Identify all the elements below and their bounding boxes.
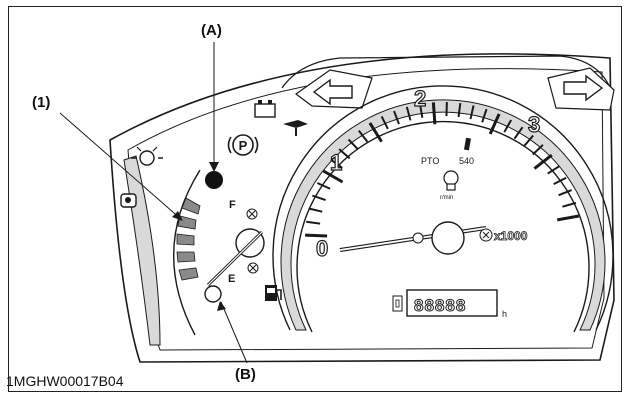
battery-charge-icon — [254, 100, 276, 118]
right-turn-arrow-icon — [547, 67, 615, 111]
callout-1: (1) — [32, 94, 51, 111]
svg-text:P: P — [239, 138, 248, 153]
hour-meter-unit: h — [502, 309, 507, 319]
glow-plug-icon — [131, 146, 163, 166]
tacho-tick — [562, 201, 577, 208]
coolant-temperature-icon — [120, 193, 137, 208]
fuel-empty-label: E — [228, 273, 235, 285]
pto-speed: 540 — [459, 156, 474, 166]
tacho-tick — [322, 169, 344, 184]
indicator-a-lamp — [205, 171, 223, 189]
tacho-tick-marks — [305, 102, 580, 238]
tacho-tick — [457, 102, 462, 118]
tacho-tick — [431, 102, 437, 125]
fuel-gauge-bezel — [173, 169, 201, 336]
top-ridge — [281, 55, 613, 93]
close-circle-icon — [247, 262, 259, 274]
tacho-label-1: 1 — [330, 150, 342, 175]
tacho-tick — [358, 130, 369, 143]
leader-1 — [59, 112, 183, 221]
multiplier-icon — [479, 228, 493, 242]
tacho-tick — [533, 153, 553, 170]
leader-b — [220, 301, 248, 364]
tacho-tick — [556, 214, 580, 222]
leader-a-arrow — [209, 162, 219, 172]
fuel-gauge-segments — [176, 197, 201, 281]
tacho-tick — [488, 113, 501, 135]
parking-brake-icon: P — [227, 134, 259, 156]
tacho-tick — [503, 119, 513, 133]
figure-id: 1MGHW00017B04 — [6, 373, 124, 389]
tacho-label-0: 0 — [316, 236, 328, 261]
fuel-full-label: F — [229, 199, 236, 211]
callout-b: (B) — [235, 366, 256, 383]
tacho-needle-hub — [431, 221, 465, 255]
fuel-pump-icon — [265, 285, 282, 301]
leader-1-arrow — [172, 211, 183, 221]
tacho-tick — [380, 115, 389, 130]
tacho-tick — [316, 182, 331, 190]
tacho-tick — [393, 110, 400, 125]
pto-label: PTO — [421, 156, 439, 166]
leader-b-arrow — [217, 301, 226, 311]
tacho-tick — [469, 105, 475, 120]
tacho-tick — [558, 189, 573, 197]
left-turn-arrow-icon — [294, 69, 373, 109]
callout-a: (A) — [201, 22, 222, 39]
tacho-label-2: 2 — [414, 86, 426, 111]
tacho-multiplier: x1000 — [494, 229, 528, 243]
tacho-tick — [308, 207, 323, 213]
tacho-tick — [553, 176, 567, 185]
hour-meter-display — [406, 289, 498, 317]
tacho-tick — [338, 148, 351, 160]
tacho-tick — [347, 138, 359, 151]
tacho-shaded-band — [280, 99, 606, 331]
pto-mark — [463, 137, 471, 151]
tacho-tick — [481, 108, 488, 123]
tacho-tick — [312, 194, 326, 201]
oil-pressure-icon — [283, 120, 308, 136]
pto-unit: r/min — [440, 195, 453, 201]
tacho-tick — [523, 134, 534, 147]
tacho-tick — [418, 103, 424, 118]
tacho-outer-ring — [272, 85, 614, 331]
tacho-tick — [513, 126, 524, 140]
tacho-tick — [306, 220, 321, 225]
tacho-tick — [405, 106, 412, 121]
indicator-b-lamp — [204, 285, 222, 303]
pto-icon — [443, 170, 459, 191]
close-circle-icon — [246, 208, 258, 220]
tacho-tick — [532, 144, 544, 156]
tacho-tick — [305, 233, 328, 238]
tacho-tick — [547, 165, 561, 175]
figure-frame — [8, 6, 622, 392]
tacho-tick — [330, 158, 343, 169]
tacho-label-3: 3 — [528, 112, 540, 137]
hour-meter-digits: 88888 — [414, 296, 466, 315]
tacho-tick — [368, 122, 383, 143]
hour-meter-icon — [392, 295, 403, 312]
